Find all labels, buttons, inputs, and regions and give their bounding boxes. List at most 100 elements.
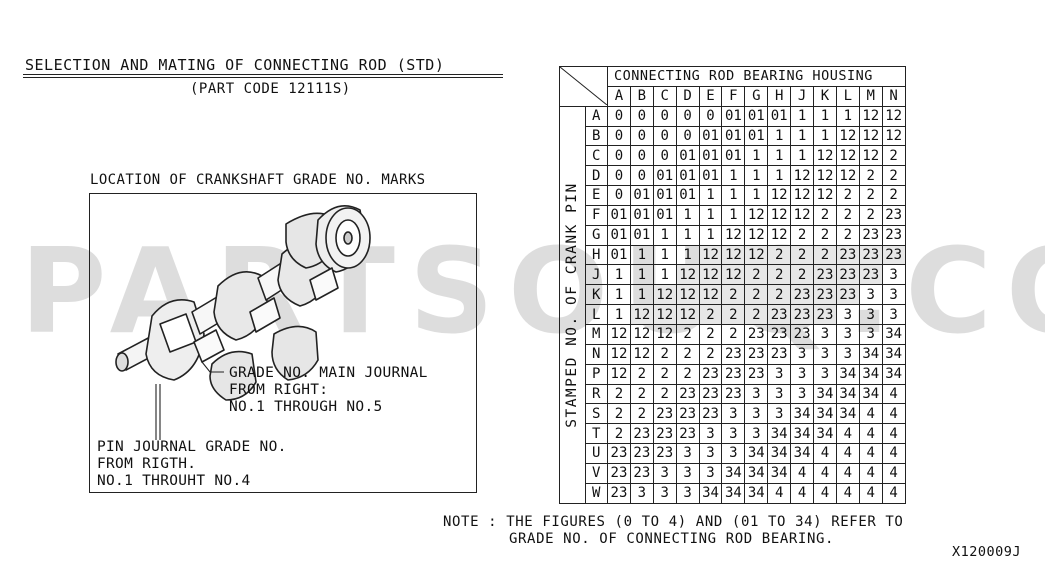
crankshaft-illustration-frame [89,193,477,493]
column-header: M [858,85,883,107]
grade-cell: 12 [675,264,700,286]
row-header-title: STAMPED NO. OF CRANK PIN [559,105,586,504]
grade-cell: 34 [721,462,746,484]
grade-cell: 34 [790,423,815,445]
grade-cell: 23 [744,343,769,365]
grade-cell: 1 [698,204,723,226]
grade-cell: 12 [721,264,746,286]
grade-cell: 3 [629,482,654,504]
grade-cell: 3 [652,482,677,504]
grade-cell: 34 [858,363,883,385]
grade-cell: 12 [790,204,815,226]
grade-cell: 12 [835,145,860,167]
grade-cell: 1 [790,125,815,147]
grade-cell: 1 [698,224,723,246]
column-header: J [790,85,815,107]
grade-cell: 2 [721,323,746,345]
grade-cell: 2 [790,264,815,286]
grade-cell: 2 [721,304,746,325]
grade-cell: 2 [790,244,815,266]
grade-cell: 12 [721,224,746,246]
column-header: F [721,85,746,107]
grade-cell: 23 [698,403,723,425]
grade-cell: 12 [675,304,700,325]
grade-cell: 12 [744,244,769,266]
grade-cell: 12 [721,244,746,266]
grade-cell: 3 [721,443,746,464]
grade-cell: 23 [675,383,700,405]
main-journal-callout-line: NO.1 THROUGH NO.5 [229,399,383,415]
grade-cell: 12 [607,343,631,365]
grade-cell: 1 [652,244,677,266]
grade-cell: 2 [813,204,837,226]
column-header: L [835,85,860,107]
grade-cell: 2 [744,264,769,286]
grade-cell: 12 [698,284,723,306]
row-header: W [584,482,609,504]
grade-cell: 0 [629,165,654,187]
grade-cell: 4 [835,443,860,464]
grade-cell: 2 [813,244,837,266]
grade-cell: 34 [767,423,792,445]
grade-cell: 01 [607,204,631,226]
grade-cell: 4 [813,462,837,484]
grade-cell: 0 [629,105,654,127]
grade-cell: 1 [744,145,769,167]
grade-cell: 3 [744,423,769,445]
row-header: A [584,105,609,127]
grade-cell: 23 [629,423,654,445]
grade-cell: 01 [698,125,723,147]
grade-cell: 01 [629,185,654,206]
grade-cell: 2 [881,185,906,206]
grade-cell: 2 [698,323,723,345]
grade-cell: 34 [881,363,906,385]
part-code: (PART CODE 12111S) [190,81,351,97]
grade-cell: 34 [813,423,837,445]
grade-cell: 0 [607,145,631,167]
grade-cell: 1 [767,165,792,187]
grade-cell: 3 [652,462,677,484]
grade-cell: 1 [629,244,654,266]
grade-cell: 12 [767,185,792,206]
grade-cell: 12 [675,284,700,306]
grade-cell: 4 [767,482,792,504]
grade-cell: 4 [858,443,883,464]
grade-cell: 01 [675,165,700,187]
grade-cell: 0 [607,165,631,187]
row-header: U [584,443,609,464]
row-header: H [584,244,609,266]
grade-cell: 01 [721,145,746,167]
grade-cell: 2 [767,264,792,286]
grade-cell: 3 [881,304,906,325]
grade-cell: 01 [652,185,677,206]
grade-cell: 2 [835,204,860,226]
grade-cell: 4 [813,482,837,504]
row-header: F [584,204,609,226]
grade-cell: 2 [881,165,906,187]
grade-cell: 2 [858,185,883,206]
grade-cell: 01 [698,145,723,167]
grade-cell: 12 [767,224,792,246]
grade-cell: 23 [721,343,746,365]
note-line-1: NOTE : THE FIGURES (0 TO 4) AND (01 TO 3… [443,514,904,530]
grade-cell: 1 [652,264,677,286]
grade-cell: 1 [607,284,631,306]
grade-cell: 23 [629,462,654,484]
title-underline-2 [23,77,503,78]
grade-cell: 12 [652,304,677,325]
column-header-title: CONNECTING ROD BEARING HOUSING [607,66,906,87]
diagram-code: X120009J [952,544,1022,560]
grade-cell: 12 [652,284,677,306]
grade-cell: 2 [744,284,769,306]
grade-cell: 34 [813,403,837,425]
grade-cell: 3 [698,462,723,484]
grade-cell: 23 [629,443,654,464]
row-header: K [584,284,609,306]
grade-cell: 3 [721,403,746,425]
pin-journal-callout-line: FROM RIGTH. [97,456,197,472]
grade-cell: 1 [629,264,654,286]
